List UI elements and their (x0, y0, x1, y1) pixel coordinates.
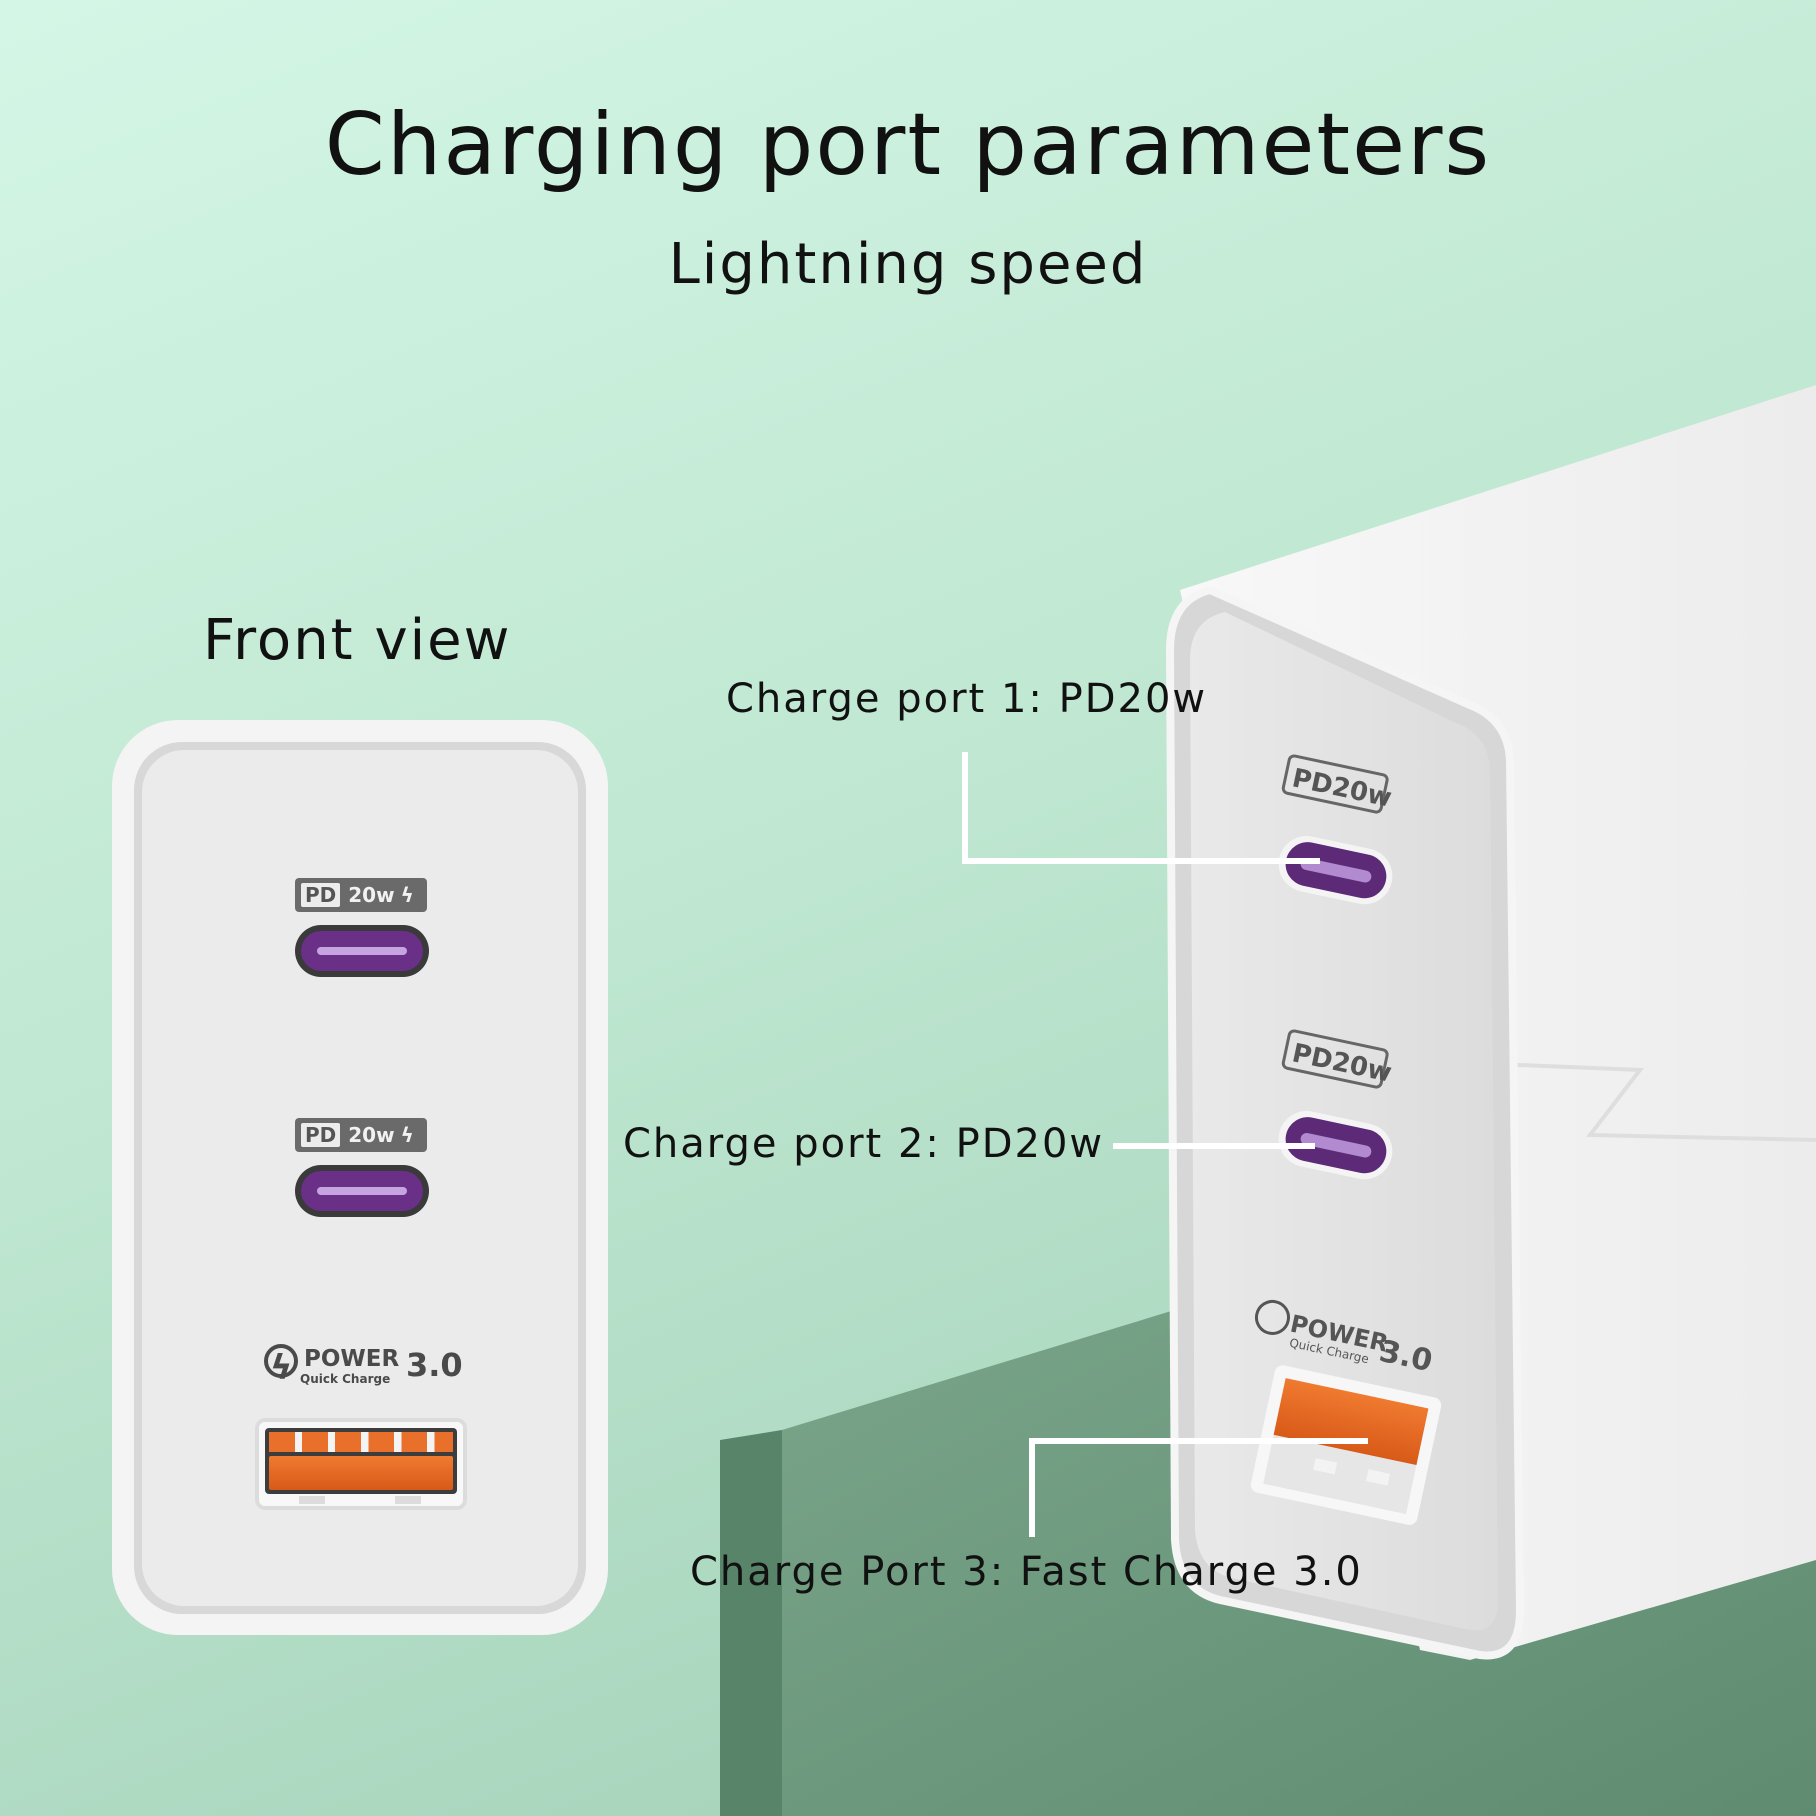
pd-box-label: PD (301, 883, 341, 907)
front-view-label: Front view (203, 608, 512, 673)
callout-line-3 (1029, 1438, 1368, 1537)
qc-lightning-icon (264, 1344, 298, 1378)
usb-a-clip-left (299, 1496, 325, 1504)
usb-a-tongue (269, 1456, 453, 1490)
pd-box-label: PD (301, 1123, 341, 1147)
watt-label: 20w (348, 883, 395, 907)
usb-a-contacts (269, 1432, 453, 1452)
front-usb-c-port-1 (295, 925, 429, 977)
qc-version-text: 3.0 (406, 1346, 463, 1384)
callout-line-1 (962, 752, 1320, 864)
front-badge-qc3: ϟ POWER Quick Charge 3.0 (260, 1340, 470, 1400)
charger-3d-view: PD20w PD20w POWER Quick Charge 3.0 (1165, 385, 1816, 1660)
bolt-icon: ϟ (400, 883, 414, 907)
front-usb-a-port (255, 1418, 467, 1510)
usb-c-port-3d-1 (1278, 835, 1393, 905)
usb-c-port-3d-2 (1278, 1110, 1393, 1180)
front-usb-c-port-2 (295, 1165, 429, 1217)
page-title: Charging port parameters (324, 95, 1492, 195)
page-subtitle: Lightning speed (668, 232, 1148, 297)
usb-a-clip-right (395, 1496, 421, 1504)
usb-c-port-inner (301, 931, 423, 971)
usb-a-orange-block (265, 1428, 457, 1494)
watt-label: 20w (348, 1123, 395, 1147)
bolt-icon: ϟ (400, 1123, 414, 1147)
callout-lines (962, 752, 1368, 1537)
qc-power-text: POWER (304, 1346, 400, 1372)
usb-a-port-3d (1250, 1365, 1442, 1525)
usb-c-port-inner (301, 1171, 423, 1211)
callout-port-1: Charge port 1: PD20w (726, 676, 1208, 722)
front-badge-pd-2: PD 20w ϟ (295, 1118, 427, 1152)
qc-subtext: Quick Charge (300, 1372, 391, 1386)
usb-c-tongue (317, 1187, 407, 1195)
callout-port-3: Charge Port 3: Fast Charge 3.0 (690, 1549, 1363, 1595)
qc-bolt-icon: ϟ (270, 1348, 293, 1388)
callout-port-2: Charge port 2: PD20w (623, 1121, 1105, 1167)
usb-c-tongue (317, 947, 407, 955)
front-badge-pd-1: PD 20w ϟ (295, 878, 427, 912)
